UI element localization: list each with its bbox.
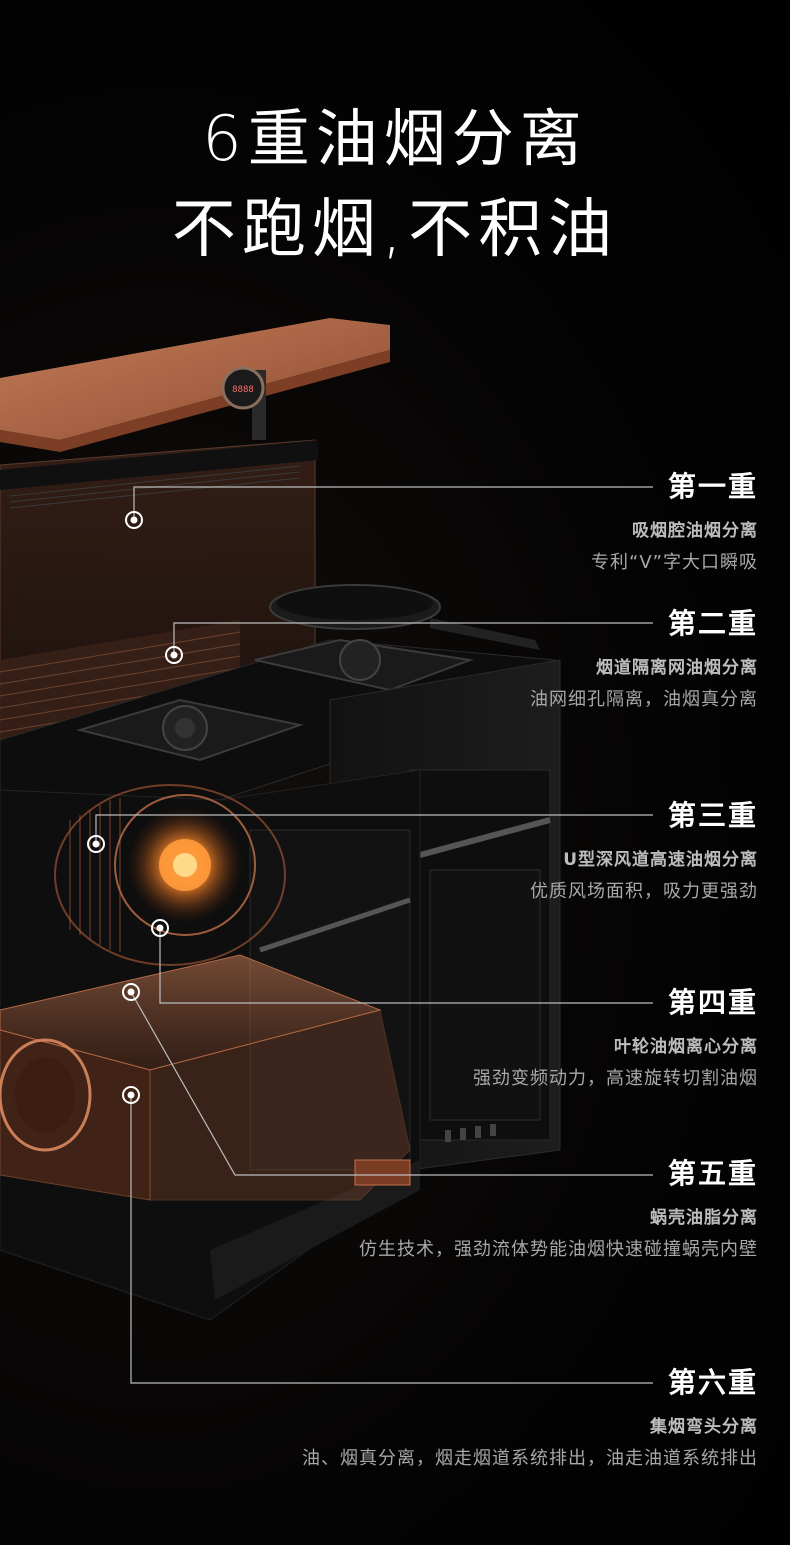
stage-title: 第四重	[667, 986, 758, 1019]
stage-subtitle: 叶轮油烟离心分离	[614, 1037, 758, 1057]
copper-lid: 8888	[0, 318, 390, 452]
cooktop	[0, 638, 556, 801]
stage-title: 第三重	[667, 799, 758, 832]
stage-description: 专利“V”字大口瞬吸	[591, 552, 758, 573]
stage-description: 油网细孔隔离，油烟真分离	[530, 689, 758, 710]
marker-stage-3-icon	[87, 835, 105, 853]
marker-stage-4-icon	[151, 919, 169, 937]
stage-title: 第一重	[667, 470, 758, 503]
control-knob-display	[221, 366, 265, 410]
stage-description: 油、烟真分离，烟走烟道系统排出，油走油道系统排出	[302, 1448, 758, 1469]
duct-drawer	[0, 954, 411, 1201]
frying-pan	[269, 584, 540, 650]
stage-title: 第二重	[667, 607, 758, 640]
marker-stage-1-icon	[125, 511, 143, 529]
leader-stage-6	[130, 1095, 653, 1384]
stage-description: 强劲变频动力，高速旋转切割油烟	[473, 1068, 758, 1089]
callout-stage-3: 第三重 U型深风道高速油烟分离 优质风场面积，吸力更强劲	[530, 802, 758, 901]
callout-leaders	[95, 486, 653, 1384]
leader-stage-1	[133, 486, 653, 520]
callout-markers	[87, 511, 183, 1104]
leader-stage-2	[173, 622, 653, 655]
stage-description: 仿生技术，强劲流体势能油烟快速碰撞蜗壳内壁	[359, 1239, 758, 1260]
callout-stage-6: 第六重 集烟弯头分离 油、烟真分离，烟走烟道系统排出，油走油道系统排出	[302, 1369, 758, 1468]
leader-stage-3	[95, 814, 653, 844]
marker-stage-2-icon	[165, 646, 183, 664]
leader-stage-4	[159, 928, 653, 1004]
headline-line-2: 不跑烟,不积油	[171, 193, 619, 267]
stage-subtitle: U型深风道高速油烟分离	[563, 850, 758, 870]
stage-subtitle: 蜗壳油脂分离	[650, 1208, 758, 1228]
callout-stage-4: 第四重 叶轮油烟离心分离 强劲变频动力，高速旋转切割油烟	[473, 989, 758, 1088]
marker-stage-6-icon	[122, 1086, 140, 1104]
callout-stage-2: 第二重 烟道隔离网油烟分离 油网细孔隔离，油烟真分离	[530, 610, 758, 709]
callout-stage-5: 第五重 蜗壳油脂分离 仿生技术，强劲流体势能油烟快速碰撞蜗壳内壁	[359, 1160, 758, 1259]
leader-stage-5	[130, 991, 653, 1176]
stage-description: 优质风场面积，吸力更强劲	[530, 881, 758, 902]
stage-subtitle: 集烟弯头分离	[650, 1417, 758, 1437]
stage-title: 第六重	[667, 1366, 758, 1399]
callout-stage-1: 第一重 吸烟腔油烟分离 专利“V”字大口瞬吸	[591, 473, 758, 572]
display-digits: 8888	[232, 385, 254, 395]
headline-line-1: 6重油烟分离	[202, 102, 588, 175]
fan-assembly	[54, 784, 286, 966]
marker-stage-5-icon	[122, 983, 140, 1001]
stage-subtitle: 吸烟腔油烟分离	[632, 521, 758, 541]
stage-subtitle: 烟道隔离网油烟分离	[596, 658, 758, 678]
stage-title: 第五重	[667, 1157, 758, 1190]
